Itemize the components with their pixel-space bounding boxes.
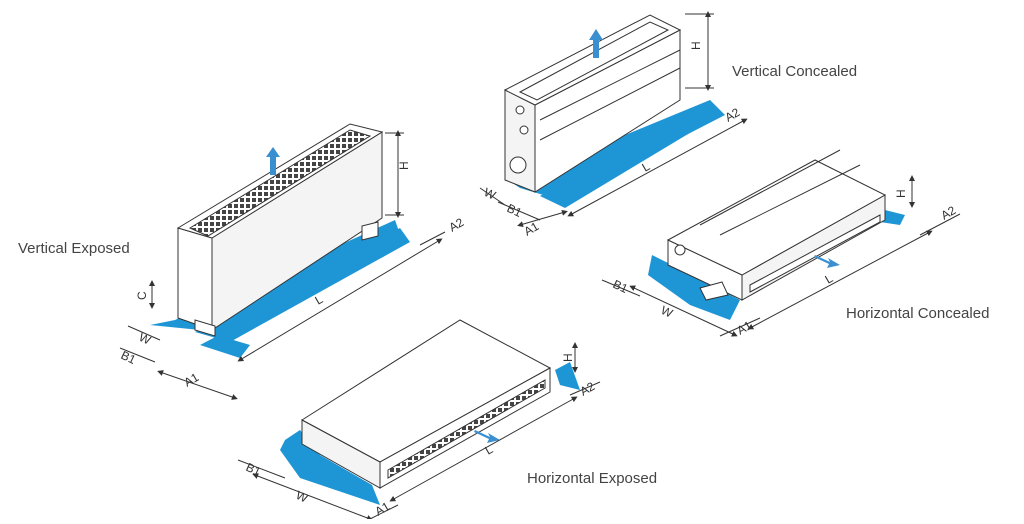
fan-motor [509, 156, 527, 174]
top-opening [518, 21, 670, 101]
dim-line-b1 [601, 279, 641, 297]
label-a2: A2 [447, 215, 467, 235]
dim-line-l [567, 118, 748, 217]
label-a1: A1 [522, 219, 542, 239]
label-h: H [689, 41, 703, 50]
panel-line [539, 67, 681, 141]
side-arrow [814, 255, 840, 268]
dim-line-w [127, 325, 161, 341]
dim-line-b1 [119, 347, 156, 363]
dim-line-l [389, 396, 578, 502]
label-a2: A2 [939, 203, 959, 223]
unit-front [504, 89, 536, 193]
grille [188, 129, 372, 237]
horizontal-exposed-unit [237, 319, 601, 521]
up-arrow [589, 29, 603, 58]
dim-line-w [629, 285, 738, 337]
vertical-exposed-unit [119, 123, 446, 400]
label-h: H [397, 161, 411, 170]
caption-vertical-concealed: Vertical Concealed [732, 63, 858, 80]
label-h: H [561, 353, 575, 362]
dim-line-a2 [569, 381, 601, 396]
label-a1: A1 [182, 370, 202, 390]
label-b1: B1 [119, 348, 139, 367]
label-c: C [135, 291, 149, 300]
fitting [515, 105, 525, 115]
clearance-area [880, 210, 905, 225]
fan-motor [674, 244, 686, 256]
dim-line-a1 [719, 317, 761, 337]
unit-front [177, 227, 213, 331]
label-a1: A1 [735, 318, 755, 338]
dim-line-a2 [419, 231, 446, 246]
label-b1: B1 [244, 460, 264, 479]
unit-top [666, 159, 887, 276]
label-b1: B1 [505, 201, 525, 220]
dim-line-l [747, 230, 933, 330]
fitting [519, 125, 529, 135]
vertical-concealed-unit [479, 11, 748, 228]
label-l: L [483, 442, 496, 458]
horizontal-concealed-unit [601, 149, 961, 337]
dim-line-w [252, 473, 373, 521]
panel-line [719, 164, 861, 236]
panel-line [699, 149, 841, 226]
label-h: H [894, 189, 908, 198]
dim-line-a1 [369, 504, 399, 520]
up-arrow [266, 147, 280, 175]
label-w: W [137, 330, 154, 348]
caption-horizontal-concealed: Horizontal Concealed [846, 305, 990, 322]
dim-line-w [479, 187, 506, 206]
dim-line-l [237, 238, 443, 362]
dim-line-a1 [517, 209, 568, 228]
caption-vertical-exposed: Vertical Exposed [18, 240, 130, 257]
dim-line-a2 [919, 213, 961, 236]
dim-line-b1 [237, 459, 286, 479]
side-arrow [474, 430, 500, 443]
label-l: L [313, 292, 326, 308]
dim-line-a1 [157, 370, 238, 400]
label-a1: A1 [373, 499, 393, 519]
clearance-area [555, 362, 580, 390]
label-a2: A2 [723, 105, 743, 125]
label-w: W [482, 185, 499, 203]
unit-foot [361, 221, 379, 241]
label-l: L [640, 159, 653, 175]
caption-horizontal-exposed: Horizontal Exposed [527, 470, 658, 487]
label-l: L [823, 271, 836, 287]
unit-foot [194, 319, 216, 337]
panel-line [539, 49, 681, 121]
label-a2: A2 [578, 379, 598, 399]
label-b1: B1 [611, 277, 631, 296]
